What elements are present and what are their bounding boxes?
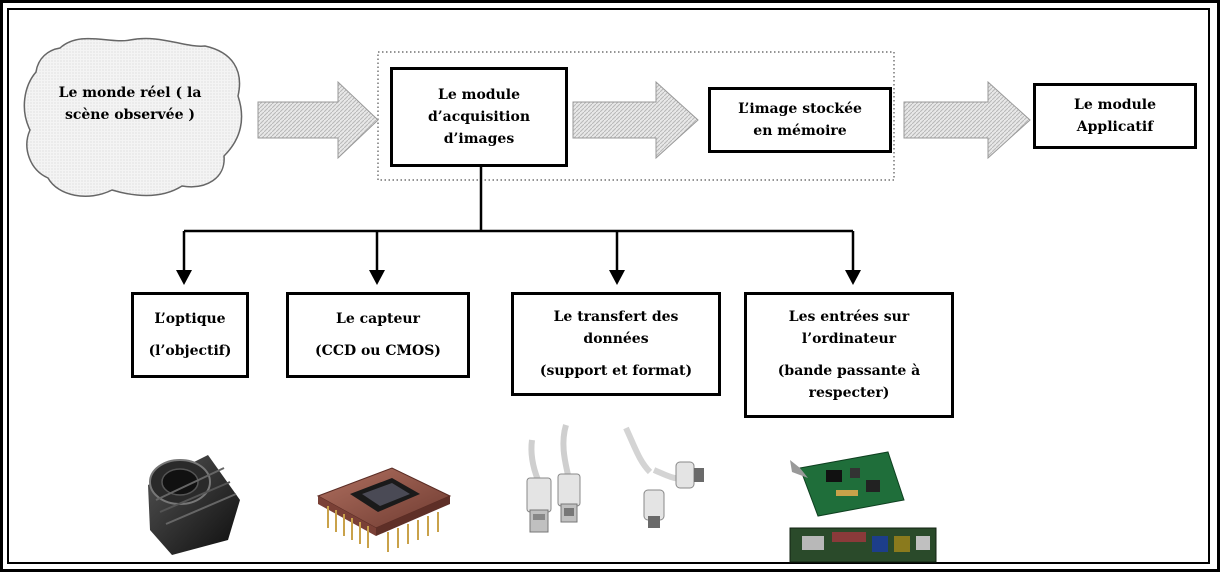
real-world-cloud (23, 37, 243, 197)
optics-box: L’optique (l’objectif) (131, 292, 249, 378)
stored-image-box: L’image stockée en mémoire (708, 87, 892, 153)
lens-icon (148, 455, 240, 555)
application-module-box: Le module Applicatif (1033, 83, 1197, 149)
inputs-line-1: Les entrées sur (788, 309, 910, 325)
sensor-line-1: Le capteur (336, 311, 420, 327)
usb-cable-icon (526, 424, 704, 533)
application-line-1: Le module (1074, 97, 1156, 113)
memory-line-2: en mémoire (753, 123, 847, 139)
optics-line-2: (l’objectif) (148, 343, 232, 359)
cloud-label-line-2: scène observée ) (64, 107, 195, 123)
sensor-box: Le capteur (CCD ou CMOS) (286, 292, 470, 378)
optics-line-1: L’optique (154, 311, 226, 327)
acquisition-group-outline (377, 51, 895, 181)
transfer-line-2: données (583, 331, 649, 347)
inner-frame (7, 8, 1210, 564)
connector-lines (182, 166, 855, 270)
sensor-chip-icon (316, 467, 452, 552)
cloud-label: Le monde réel ( la scène observée ) (40, 82, 220, 126)
block-arrow-2 (572, 80, 699, 160)
sensor-line-2: (CCD ou CMOS) (315, 343, 441, 359)
data-transfer-box: Le transfert des données (support et for… (511, 292, 721, 396)
acquisition-module-box: Le module d’acquisition d’images (390, 67, 568, 167)
acquisition-line-1: Le module (438, 87, 520, 103)
inputs-line-2: l’ordinateur (801, 331, 897, 347)
memory-line-1: L’image stockée (738, 101, 862, 117)
acquisition-line-2: d’acquisition (427, 109, 531, 125)
transfer-line-1: Le transfert des (553, 309, 679, 325)
application-line-2: Applicatif (1076, 119, 1154, 135)
acquisition-line-3: d’images (443, 131, 515, 147)
arrow-heads (176, 270, 861, 285)
inputs-line-3: (bande passante à (777, 363, 921, 379)
block-arrow-3 (903, 80, 1031, 160)
capture-card-icon (789, 451, 937, 563)
cloud-label-line-1: Le monde réel ( la (58, 85, 202, 101)
inputs-line-4: respecter) (808, 385, 890, 401)
transfer-line-3: (support et format) (539, 363, 693, 379)
computer-inputs-box: Les entrées sur l’ordinateur (bande pass… (744, 292, 954, 418)
block-arrow-1 (257, 80, 379, 160)
